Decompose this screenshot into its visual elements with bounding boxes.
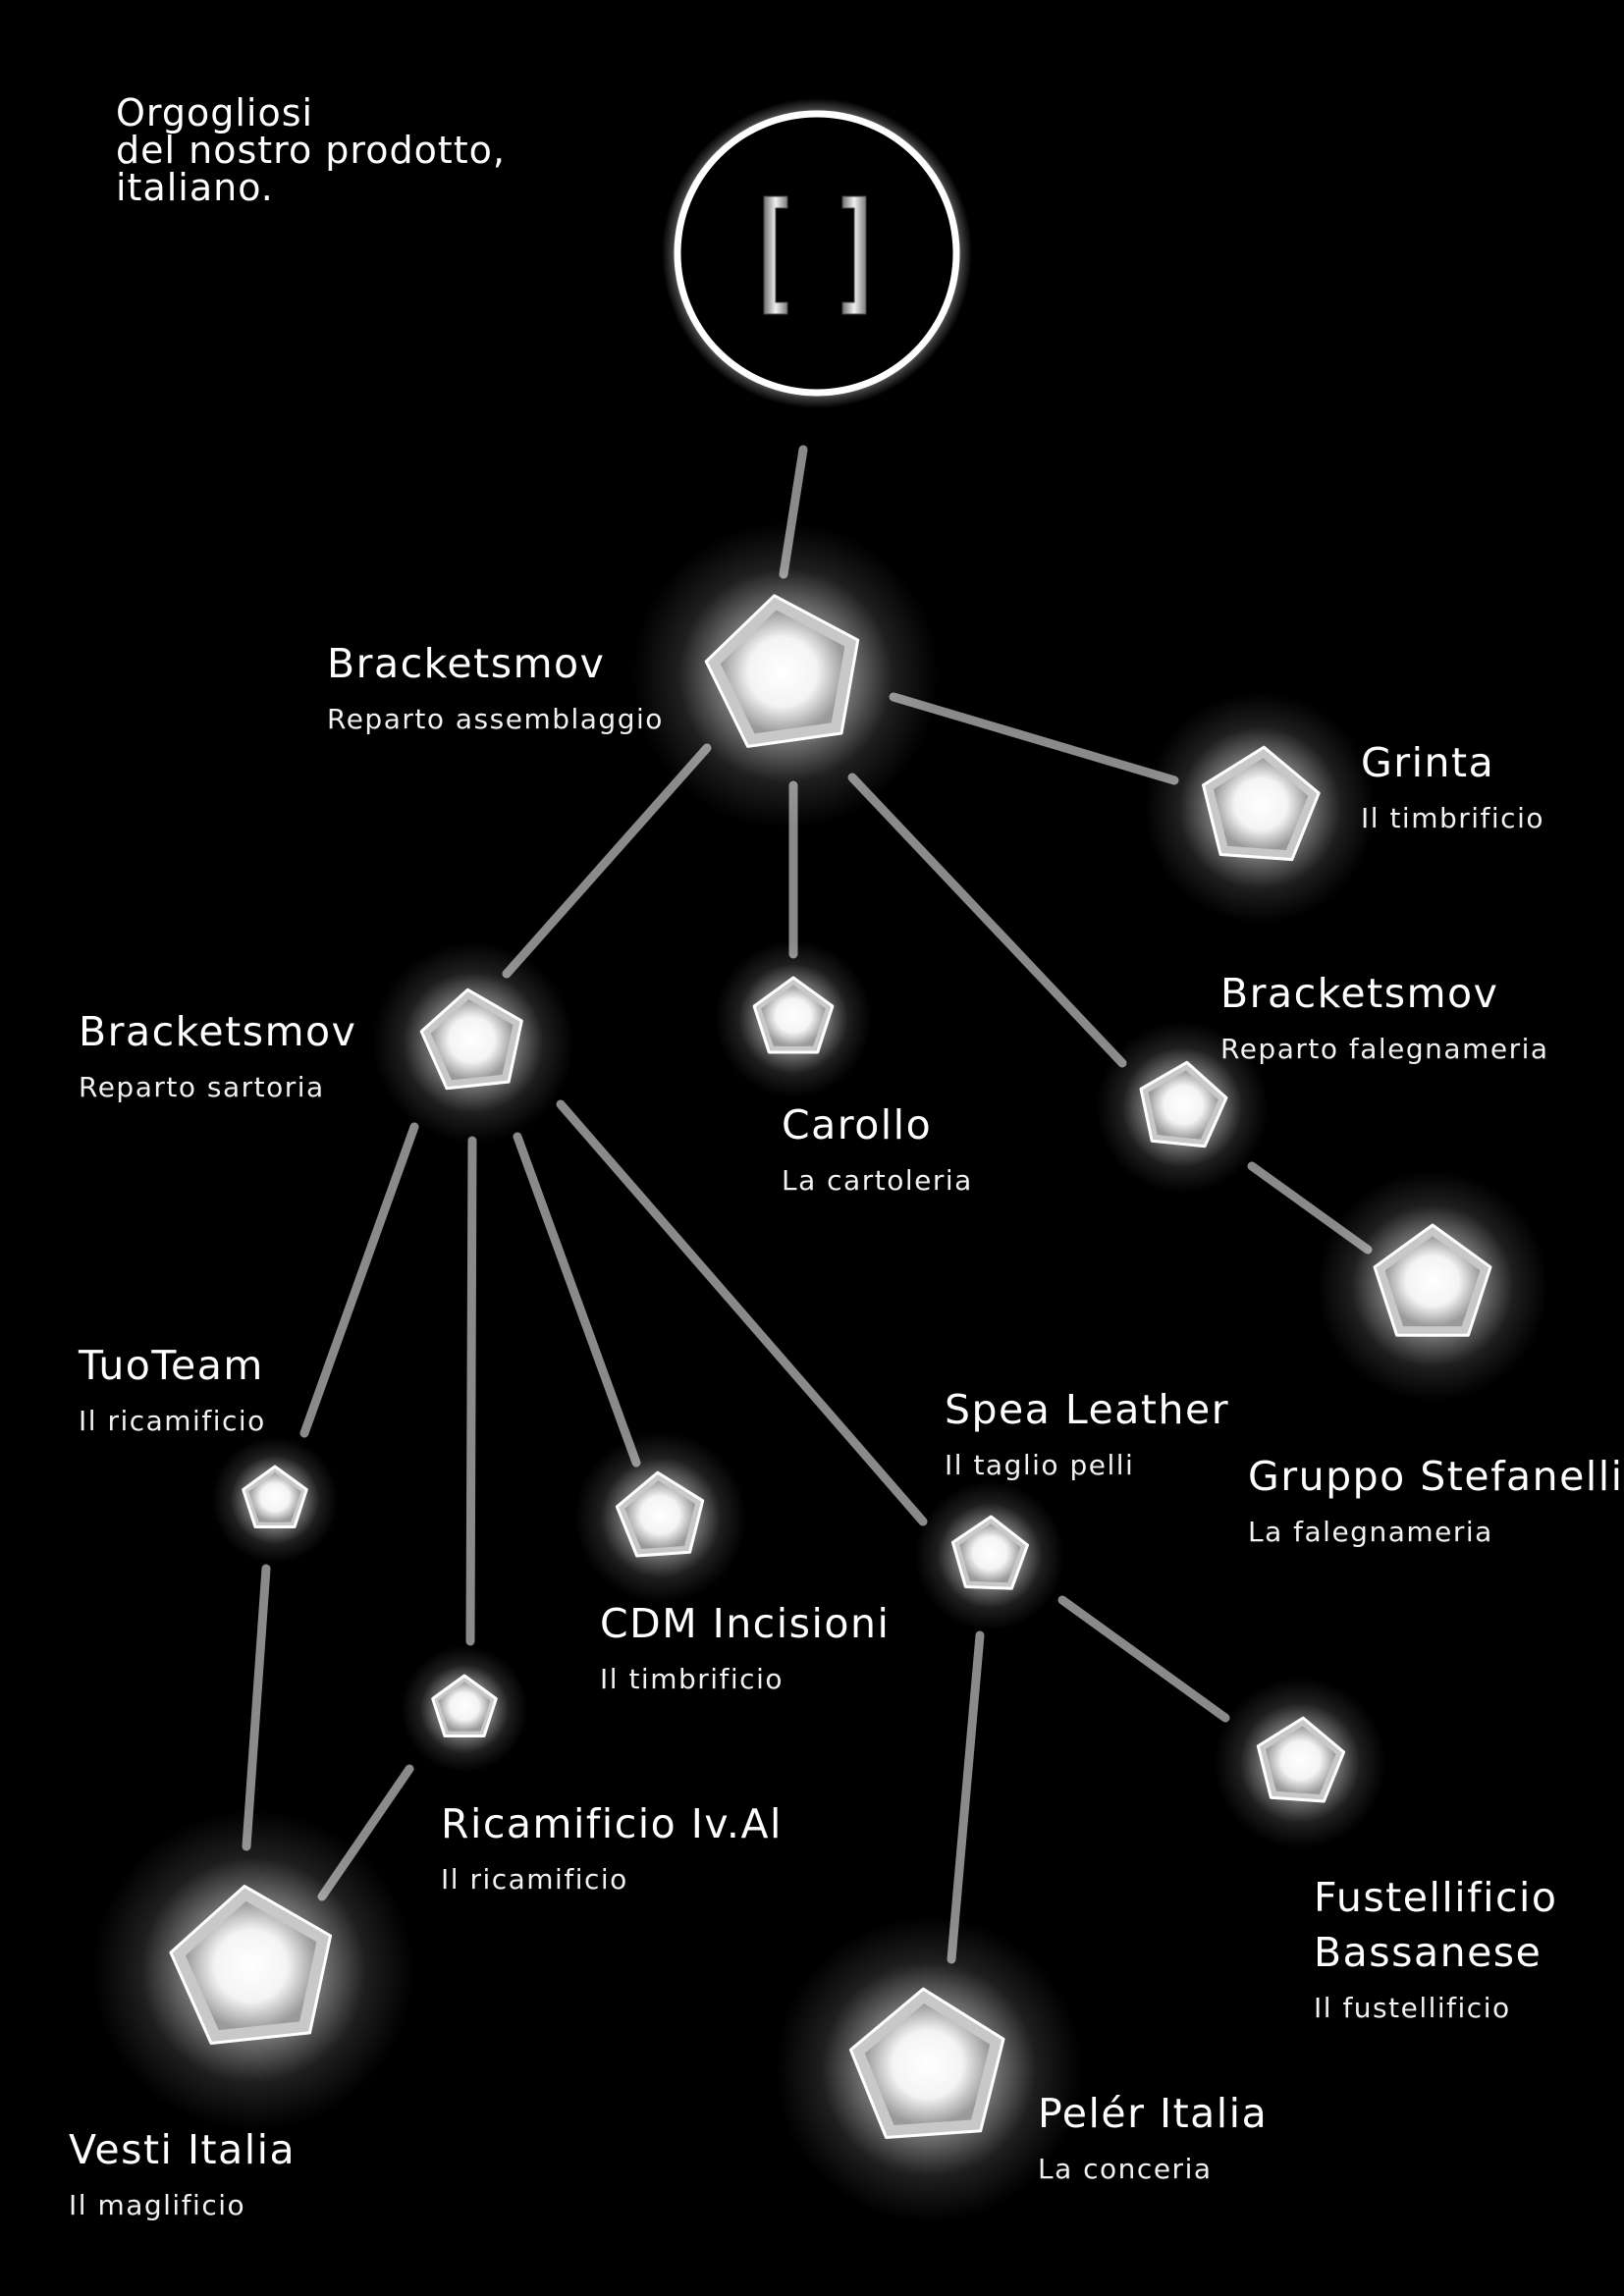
company-name: Grinta [1361, 739, 1495, 786]
intro-line-2: del nostro prodotto, [116, 129, 506, 172]
pentagon-core [438, 1682, 491, 1732]
node-carollo [715, 940, 872, 1097]
node-vesti-italia [92, 1809, 414, 2131]
link-tuoteam-vesti [242, 1564, 271, 1851]
link-assemblaggio-sartoria [502, 743, 712, 979]
company-name-line-2: Bassanese [1314, 1929, 1543, 1976]
node-bracketsmov-falegnameria [1096, 1021, 1269, 1194]
link-sartoria-cdm [513, 1132, 641, 1468]
company-name: Carollo [782, 1101, 933, 1148]
company-role: Reparto sartoria [79, 1071, 325, 1103]
node-bracketsmov-sartoria [372, 941, 574, 1144]
label-bracketsmov-sartoria: Bracketsmov Reparto sartoria [79, 1004, 356, 1116]
company-name: Bracketsmov [79, 1008, 357, 1055]
link-assemblaggio-grinta [889, 692, 1179, 785]
company-name: Pelér Italia [1038, 2090, 1269, 2137]
company-name-line-1: Fustellificio [1314, 1874, 1558, 1921]
pentagon-core [624, 1480, 695, 1549]
pentagon-core [1384, 1236, 1481, 1327]
company-name: CDM Incisioni [600, 1600, 891, 1647]
label-peler-italia: Pelér Italia La conceria [1038, 2086, 1268, 2198]
node-spea-leather [915, 1481, 1064, 1630]
brackets-logo-icon [746, 187, 884, 324]
label-tuoteam: TuoTeam Il ricamificio [79, 1338, 266, 1450]
company-name: Bracketsmov [1220, 970, 1499, 1017]
pentagon-core [720, 610, 845, 734]
label-gruppo-stefanelli: Gruppo Stefanelli La falegnameria [1248, 1449, 1624, 1561]
link-spea-fustellificio [1057, 1595, 1230, 1723]
company-role: Il timbrificio [600, 1663, 784, 1695]
company-role: Il ricamificio [441, 1863, 628, 1896]
company-role: La cartoleria [782, 1164, 973, 1197]
label-bracketsmov-falegnameria: Bracketsmov Reparto falegnameria [1220, 966, 1549, 1078]
node-peler-italia [776, 1916, 1082, 2222]
company-name: TuoTeam [79, 1342, 264, 1389]
node-bracketsmov-assemblaggio [632, 522, 939, 828]
label-spea-leather: Spea Leather Il taglio pelli [945, 1382, 1229, 1494]
pentagon-core [761, 985, 826, 1046]
pentagon-core [1266, 1726, 1336, 1794]
pentagon-core [864, 2002, 991, 2125]
label-carollo: Carollo La cartoleria [782, 1097, 973, 1209]
node-tuoteam [211, 1436, 339, 1564]
company-name: Vesti Italia [69, 2126, 297, 2173]
link-sartoria-spea [556, 1099, 928, 1526]
label-vesti-italia: Vesti Italia Il maglificio [69, 2122, 296, 2234]
company-name: Gruppo Stefanelli [1248, 1453, 1624, 1500]
company-name: Ricamificio Iv.Al [441, 1800, 783, 1847]
node-grinta [1144, 692, 1376, 924]
node-ricamificio-ival [401, 1645, 528, 1773]
pentagon-core [186, 1900, 317, 2031]
pentagon-core [959, 1523, 1021, 1583]
intro-line-1: Orgogliosi [116, 91, 314, 134]
intro-text: Orgogliosi del nostro prodotto, italiano… [116, 94, 506, 206]
company-role: Il ricamificio [79, 1405, 266, 1437]
link-assemblaggio-falegnameria [847, 773, 1127, 1068]
company-role: Il fustellificio [1314, 1992, 1511, 2024]
label-fustellificio-bassanese: Fustellificio Bassanese Il fustellificio [1314, 1870, 1558, 2037]
company-role: Reparto assemblaggio [327, 703, 664, 735]
pentagon-core [430, 999, 514, 1081]
connections [242, 445, 1373, 1964]
pentagon-core [1213, 758, 1309, 851]
link-sartoria-ricamificio [465, 1136, 477, 1646]
logo [662, 98, 972, 408]
company-role: Reparto falegnameria [1220, 1033, 1549, 1065]
company-name: Spea Leather [945, 1386, 1230, 1433]
company-name: Bracketsmov [327, 640, 606, 687]
node-gruppo-stefanelli [1317, 1170, 1548, 1402]
node-cdm-incisioni [574, 1431, 747, 1604]
link-sartoria-tuoteam [299, 1122, 419, 1438]
nodes [92, 522, 1548, 2222]
label-ricamificio-ival: Ricamificio Iv.Al Il ricamificio [441, 1796, 783, 1908]
company-role: La falegnameria [1248, 1516, 1493, 1548]
pentagon-core [1148, 1070, 1218, 1140]
label-bracketsmov-assemblaggio: Bracketsmov Reparto assemblaggio [327, 636, 664, 748]
pentagon-core [248, 1472, 301, 1522]
company-role: Il timbrificio [1361, 802, 1544, 834]
label-grinta: Grinta Il timbrificio [1361, 735, 1544, 847]
node-fustellificio-bassanese [1214, 1677, 1386, 1849]
company-role: Il maglificio [69, 2189, 246, 2221]
company-role: La conceria [1038, 2153, 1213, 2185]
intro-line-3: italiano. [116, 166, 274, 209]
link-spea-peler [947, 1630, 985, 1964]
company-role: Il taglio pelli [945, 1449, 1135, 1481]
label-cdm-incisioni: CDM Incisioni Il timbrificio [600, 1596, 890, 1708]
